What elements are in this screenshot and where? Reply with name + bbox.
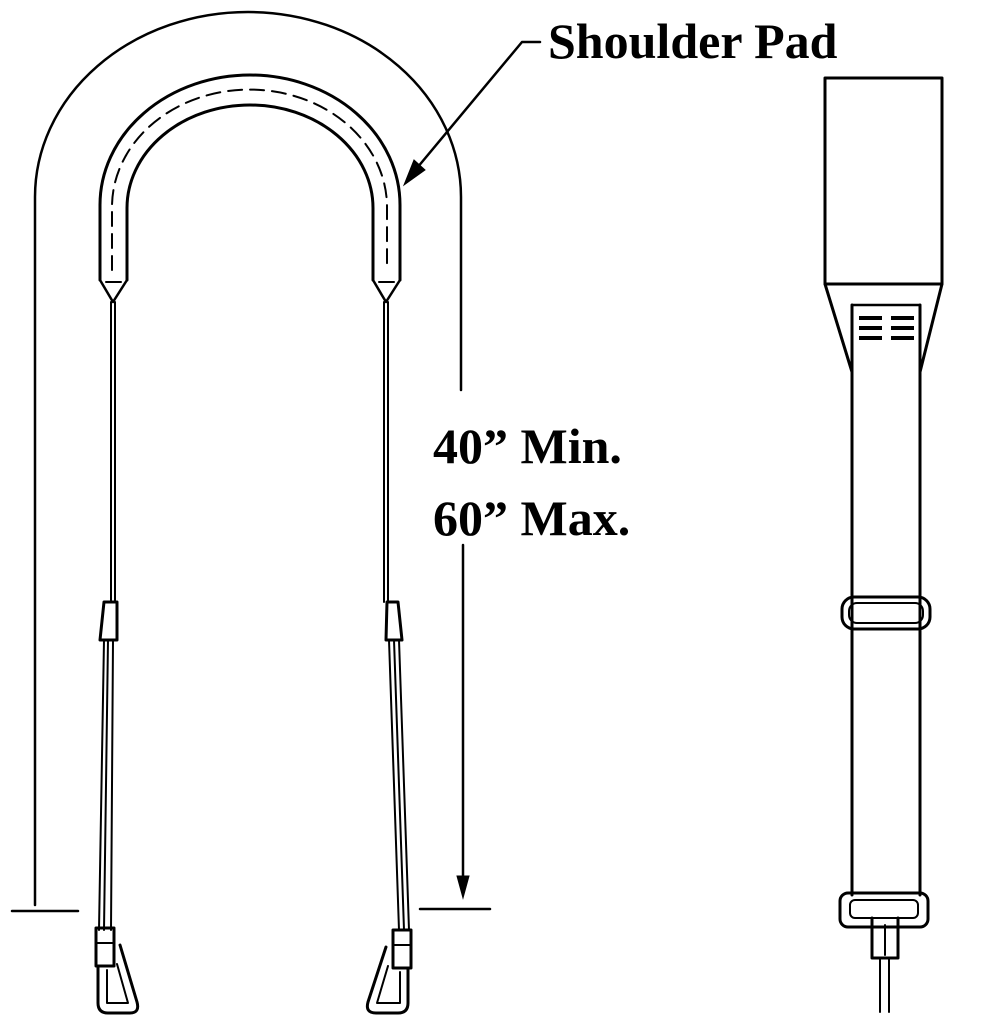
shoulder-pad-label: Shoulder Pad xyxy=(548,13,838,69)
left-snap-hook xyxy=(94,926,140,1015)
stitching-marks xyxy=(859,316,914,340)
right-snap-hook xyxy=(365,928,413,1015)
strap-side-view xyxy=(823,76,944,1013)
dimension-arrowhead xyxy=(456,875,470,900)
lanyard-front-view xyxy=(10,10,542,1015)
side-pad xyxy=(823,76,944,286)
max-length-label: 60” Max. xyxy=(433,490,630,546)
min-length-label: 40” Min. xyxy=(433,418,622,474)
right-strap xyxy=(383,301,410,931)
dimension-arc xyxy=(33,10,463,907)
shoulder-pad-leader xyxy=(402,40,542,187)
adjuster-buckle xyxy=(840,595,932,631)
left-strap xyxy=(98,301,119,931)
end-buckle-tab xyxy=(870,916,900,960)
shoulder-pad xyxy=(98,73,402,304)
side-pad-taper xyxy=(823,282,944,374)
end-buckle xyxy=(838,891,930,929)
